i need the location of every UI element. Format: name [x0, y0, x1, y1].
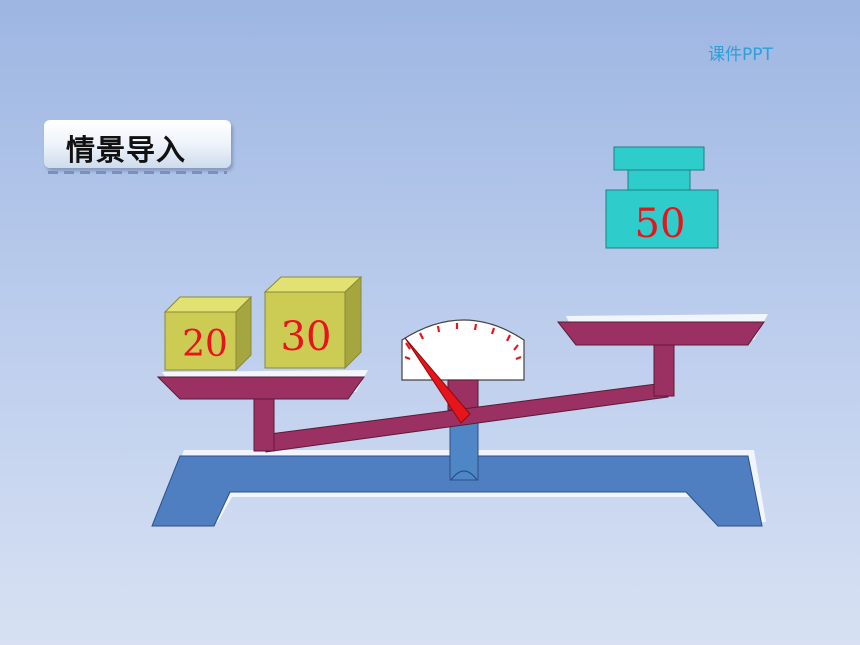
block-30-label: 30 — [281, 314, 332, 360]
center-column-arc — [450, 470, 478, 481]
right-pan-post — [653, 343, 675, 397]
section-tag-underline — [48, 171, 227, 174]
scale-base — [151, 455, 763, 527]
right-pan — [556, 321, 765, 346]
section-title: 情景导入 — [66, 133, 187, 167]
center-column — [449, 421, 479, 481]
weight-50-label: 50 — [635, 201, 686, 247]
left-pan-post — [253, 398, 275, 452]
section-tag: 情景导入 — [44, 120, 231, 174]
brand-text: 课件PPT — [708, 45, 773, 65]
block-20-label: 20 — [182, 324, 228, 365]
left-pan — [156, 376, 365, 400]
block-30: 30 — [263, 275, 363, 370]
scale-dial — [401, 319, 525, 381]
block-20: 20 — [163, 295, 253, 372]
weight-50: 50 — [605, 146, 719, 249]
dial-needle — [404, 337, 471, 424]
dial-ticks — [404, 323, 522, 361]
